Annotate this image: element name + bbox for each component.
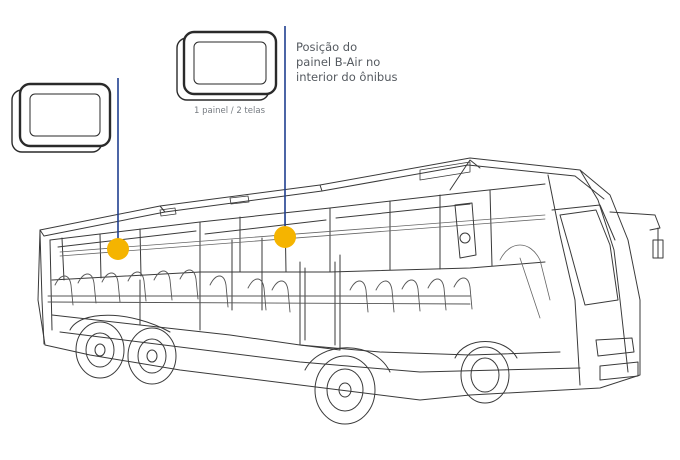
panel-caption: 1 painel / 2 telas (194, 106, 265, 116)
annotation-line-3: interior do ônibus (296, 70, 398, 84)
dual-screen-panel-icon (11, 82, 112, 153)
roof-details (159, 161, 471, 217)
dual-screen-panel-icon (176, 30, 278, 101)
position-marker-icon (274, 226, 296, 248)
position-marker-icon (107, 238, 129, 260)
annotation-label: Posição do painel B-Air no interior do ô… (296, 40, 398, 85)
seats (47, 269, 473, 313)
annotation-line-2: painel B-Air no (296, 55, 381, 69)
rear-wheels (69, 314, 177, 385)
front-wheels (304, 341, 518, 425)
annotation-line-1: Posição do (296, 40, 358, 54)
bus-body (37, 157, 641, 401)
driver-cab (449, 159, 481, 259)
windshield (559, 209, 664, 381)
handrails (59, 214, 551, 319)
